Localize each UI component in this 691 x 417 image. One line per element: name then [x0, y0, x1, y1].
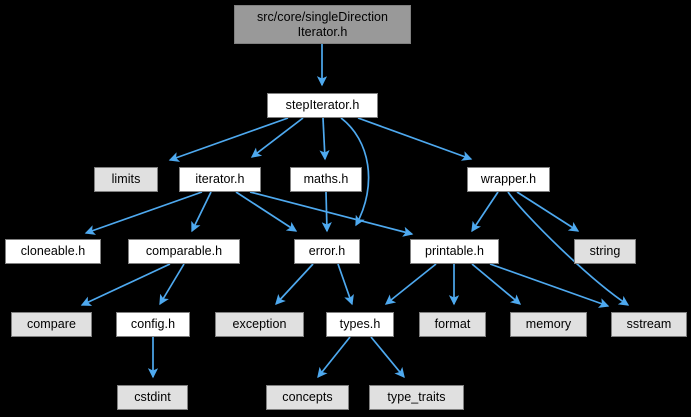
node-memory[interactable]: memory: [510, 312, 587, 337]
edge-stepIterator-to-iterator: [250, 117, 304, 158]
node-label-maths: maths.h: [303, 172, 349, 187]
node-label-types: types.h: [339, 317, 381, 332]
node-cstdint[interactable]: cstdint: [117, 385, 188, 410]
edge-printable-to-sstream: [489, 263, 610, 308]
node-exception[interactable]: exception: [215, 312, 304, 337]
node-label-limits: limits: [111, 172, 141, 187]
node-label-cstdint: cstdint: [134, 390, 171, 405]
node-label-string: string: [589, 244, 621, 259]
node-label-config: config.h: [130, 317, 176, 332]
node-label-wrapper: wrapper.h: [480, 172, 537, 187]
edge-iterator-to-printable: [249, 191, 414, 237]
node-maths[interactable]: maths.h: [290, 167, 362, 192]
node-sstream[interactable]: sstream: [611, 312, 687, 337]
edge-iterator-to-error: [235, 191, 298, 232]
node-label-memory: memory: [525, 317, 572, 332]
edge-comparable-to-config: [159, 263, 185, 306]
edge-stepIterator-to-limits: [168, 117, 289, 162]
node-format[interactable]: format: [419, 312, 486, 337]
node-concepts[interactable]: concepts: [266, 385, 349, 410]
node-limits[interactable]: limits: [94, 167, 158, 192]
edge-printable-to-types: [384, 263, 437, 305]
edge-printable-to-memory: [471, 263, 522, 305]
edge-types-to-type_traits: [370, 336, 405, 379]
edge-wrapper-to-string: [516, 191, 580, 232]
node-printable[interactable]: printable.h: [410, 239, 499, 264]
edge-error-to-exception: [275, 263, 314, 305]
node-root: src/core/singleDirection Iterator.h: [234, 5, 411, 44]
node-label-root: src/core/singleDirection Iterator.h: [256, 9, 389, 39]
node-label-concepts: concepts: [282, 390, 333, 405]
edge-types-to-concepts: [317, 336, 351, 379]
edge-stepIterator-to-error: [340, 117, 370, 227]
edge-wrapper-to-printable: [471, 191, 499, 233]
edge-iterator-to-comparable: [191, 191, 212, 233]
node-label-cloneable: cloneable.h: [20, 244, 86, 259]
node-label-type_traits: type_traits: [387, 390, 446, 405]
edge-maths-to-error: [321, 191, 332, 233]
node-label-iterator: iterator.h: [195, 172, 245, 187]
node-label-printable: printable.h: [425, 244, 484, 259]
node-error[interactable]: error.h: [294, 239, 360, 264]
edge-iterator-to-cloneable: [84, 191, 203, 235]
node-comparable[interactable]: comparable.h: [128, 239, 240, 264]
node-wrapper[interactable]: wrapper.h: [467, 167, 550, 192]
edge-wrapper-to-sstream: [507, 191, 630, 306]
node-cloneable[interactable]: cloneable.h: [5, 239, 101, 264]
node-label-compare: compare: [27, 317, 76, 332]
node-label-stepIterator: stepIterator.h: [285, 98, 360, 113]
edge-error-to-types: [337, 263, 354, 306]
node-iterator[interactable]: iterator.h: [179, 167, 261, 192]
node-label-exception: exception: [232, 317, 287, 332]
edge-stepIterator-to-wrapper: [357, 117, 473, 161]
node-label-error: error.h: [308, 244, 346, 259]
node-compare[interactable]: compare: [11, 312, 92, 337]
node-string[interactable]: string: [574, 239, 636, 264]
node-label-sstream: sstream: [626, 317, 672, 332]
node-stepIterator[interactable]: stepIterator.h: [267, 93, 378, 118]
node-label-comparable: comparable.h: [145, 244, 223, 259]
edge-comparable-to-compare: [80, 263, 171, 306]
edge-stepIterator-to-maths: [319, 117, 330, 161]
node-types[interactable]: types.h: [326, 312, 394, 337]
node-type_traits[interactable]: type_traits: [369, 385, 464, 410]
node-config[interactable]: config.h: [116, 312, 190, 337]
node-label-format: format: [434, 317, 471, 332]
